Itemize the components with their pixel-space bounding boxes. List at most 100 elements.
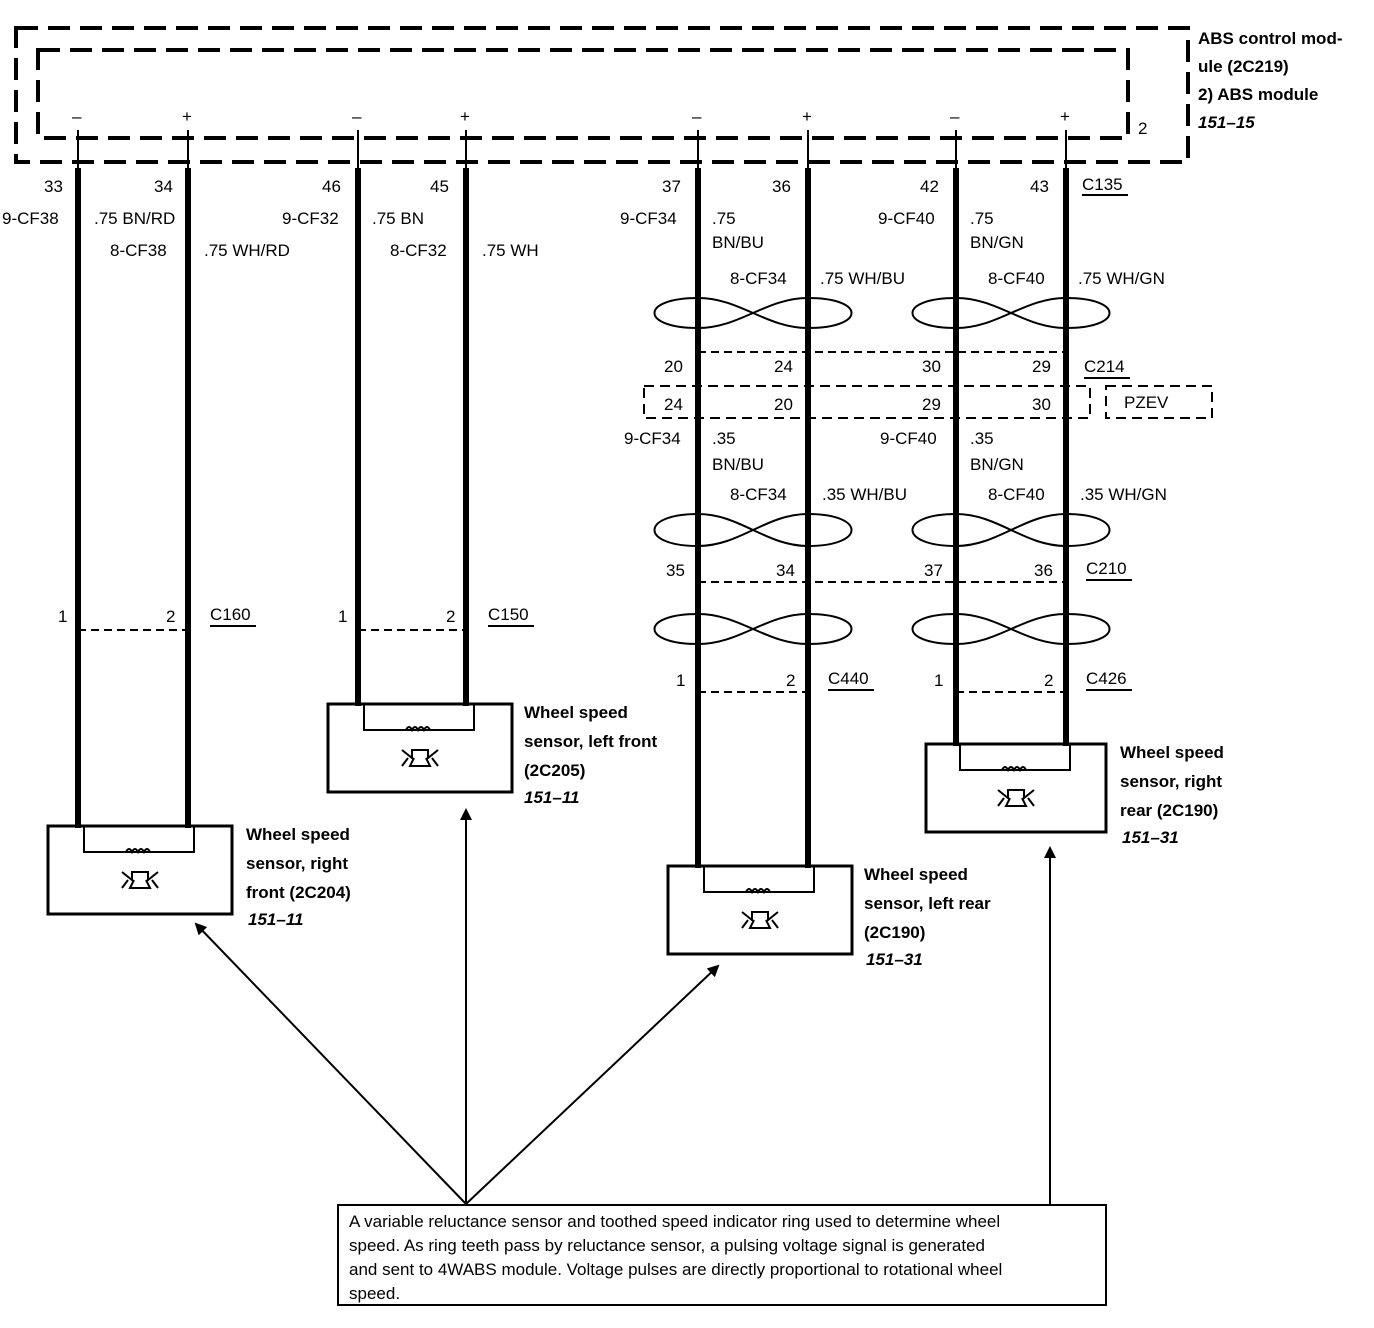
lf-sensor-ref: 151–11 (524, 788, 579, 807)
connector-c160: C160 (210, 605, 251, 624)
rr-sensor-label-1: Wheel speed (1120, 743, 1224, 762)
rr-c210-pin-neg: 37 (924, 561, 943, 580)
sensor-coil-icon (745, 888, 771, 895)
lf-circuit-pos: 8-CF32 (390, 241, 447, 260)
pzev-label: PZEV (1124, 393, 1169, 412)
toothed-ring-icon (997, 789, 1035, 807)
module-title-line2: ule (2C219) (1198, 57, 1289, 76)
connector-c150: C150 (488, 605, 529, 624)
rf-sensor-label-2: sensor, right (246, 854, 348, 873)
rr-c214-pin-pos: 29 (1032, 357, 1051, 376)
lr-color-neg-b1: .35 (712, 429, 736, 448)
lr-color-pos-b: .35 WH/BU (822, 485, 907, 504)
rf-color-neg: .75 BN/RD (94, 209, 175, 228)
rr-circuit-neg: 9-CF40 (878, 209, 935, 228)
sensor-left-front: Wheel speed sensor, left front (2C205) 1… (326, 702, 658, 807)
pzev-connector-box (643, 385, 1091, 419)
lr-circuit-pos-b: 8-CF34 (730, 485, 787, 504)
rr-sensor-label-3: rear (2C190) (1120, 801, 1218, 820)
rr-c426-pin-neg: 1 (934, 671, 943, 690)
rr-twisted-pair-3 (911, 612, 1111, 646)
circuit-right-rear: 42 43 9-CF40 .75 BN/GN 8-CF40 .75 WH/GN … (878, 168, 1167, 746)
lf-sensor-label-2: sensor, left front (524, 732, 658, 751)
rr-color-neg-1: .75 (970, 209, 994, 228)
toothed-ring-icon (741, 911, 779, 929)
pin-plus-rf: + (182, 107, 192, 126)
toothed-ring-icon (121, 871, 159, 889)
rr-pzev-pin-pos: 30 (1032, 395, 1051, 414)
rr-color-pos-b: .35 WH/GN (1080, 485, 1167, 504)
pin-plus-rr: + (1060, 107, 1070, 126)
lr-sensor-ref: 151–31 (866, 950, 923, 969)
rr-circuit-pos: 8-CF40 (988, 269, 1045, 288)
connector-c135: C135 (1082, 175, 1123, 194)
rf-color-pos: .75 WH/RD (204, 241, 290, 260)
lr-color-pos: .75 WH/BU (820, 269, 905, 288)
rf-c160-pin-pos: 2 (166, 607, 175, 626)
lr-circuit-pos: 8-CF34 (730, 269, 787, 288)
lr-pzev-pin-neg: 24 (664, 395, 683, 414)
rr-color-pos: .75 WH/GN (1078, 269, 1165, 288)
lr-color-neg-1: .75 (712, 209, 736, 228)
sensor-right-rear: Wheel speed sensor, right rear (2C190) 1… (924, 742, 1224, 847)
sensor-coil-icon (1001, 766, 1027, 773)
lf-c150-pin-pos: 2 (446, 607, 455, 626)
rf-sensor-ref: 151–11 (248, 910, 303, 929)
pzev-label-box (1105, 385, 1213, 419)
lr-pin-pos: 36 (772, 177, 791, 196)
note-line-4: speed. (349, 1284, 401, 1303)
rr-color-neg-2: BN/GN (970, 233, 1024, 252)
lr-color-neg-b2: BN/BU (712, 455, 764, 474)
lf-pin-neg: 46 (322, 177, 341, 196)
module-ref: 151–15 (1198, 113, 1255, 132)
note-line-2: speed. As ring teeth pass by reluctance … (349, 1236, 986, 1255)
module-title-line1: ABS control mod- (1198, 29, 1343, 48)
rr-twisted-pair-2 (911, 512, 1111, 548)
lr-pzev-pin-pos: 20 (774, 395, 793, 414)
lf-pin-pos: 45 (430, 177, 449, 196)
note-line-3: and sent to 4WABS module. Voltage pulses… (349, 1260, 1003, 1279)
pin-minus-rf: – (72, 107, 82, 126)
rr-color-neg-b2: BN/GN (970, 455, 1024, 474)
explanation-note: A variable reluctance sensor and toothed… (337, 1204, 1107, 1306)
rr-pin-pos: 43 (1030, 177, 1049, 196)
lf-sensor-label-3: (2C205) (524, 761, 585, 780)
lr-circuit-neg-b: 9-CF34 (624, 429, 681, 448)
arrow-to-lr-sensor (465, 964, 720, 1205)
rf-pin-pos: 34 (154, 177, 173, 196)
circuit-left-front: 46 45 9-CF32 .75 BN 8-CF32 .75 WH 1 2 C1… (282, 168, 539, 706)
module-inner-number: 2 (1138, 119, 1147, 138)
rf-pin-neg: 33 (44, 177, 63, 196)
lf-color-pos: .75 WH (482, 241, 539, 260)
abs-module-inner-box (36, 48, 1130, 140)
rr-color-neg-b1: .35 (970, 429, 994, 448)
lr-c214-pin-neg: 20 (664, 357, 683, 376)
lr-sensor-label-3: (2C190) (864, 923, 925, 942)
sensor-right-front: Wheel speed sensor, right front (2C204) … (46, 824, 351, 929)
lr-twisted-pair-1 (653, 296, 853, 330)
pin-minus-rr: – (950, 107, 960, 126)
lf-color-neg: .75 BN (372, 209, 424, 228)
rf-sensor-label-1: Wheel speed (246, 825, 350, 844)
lr-sensor-label-1: Wheel speed (864, 865, 968, 884)
rr-circuit-neg-b: 9-CF40 (880, 429, 937, 448)
lf-c150-pin-neg: 1 (338, 607, 347, 626)
rr-c210-pin-pos: 36 (1034, 561, 1053, 580)
lr-c210-pin-pos: 34 (776, 561, 795, 580)
rr-sensor-label-2: sensor, right (1120, 772, 1222, 791)
lr-pin-neg: 37 (662, 177, 681, 196)
pin-plus-lr: + (802, 107, 812, 126)
connector-c440: C440 (828, 669, 869, 688)
rf-sensor-label-3: front (2C204) (246, 883, 351, 902)
note-line-1: A variable reluctance sensor and toothed… (349, 1212, 1001, 1231)
circuit-left-rear: 37 36 9-CF34 .75 BN/BU 8-CF34 .75 WH/BU … (620, 168, 907, 868)
connector-c210: C210 (1086, 559, 1127, 578)
connector-c426: C426 (1086, 669, 1127, 688)
rf-circuit-pos: 8-CF38 (110, 241, 167, 260)
lr-c214-pin-pos: 24 (774, 357, 793, 376)
pin-plus-lf: + (460, 107, 470, 126)
pin-minus-lf: – (352, 107, 362, 126)
arrow-to-rf-sensor (194, 922, 467, 1205)
lr-c440-pin-neg: 1 (676, 671, 685, 690)
